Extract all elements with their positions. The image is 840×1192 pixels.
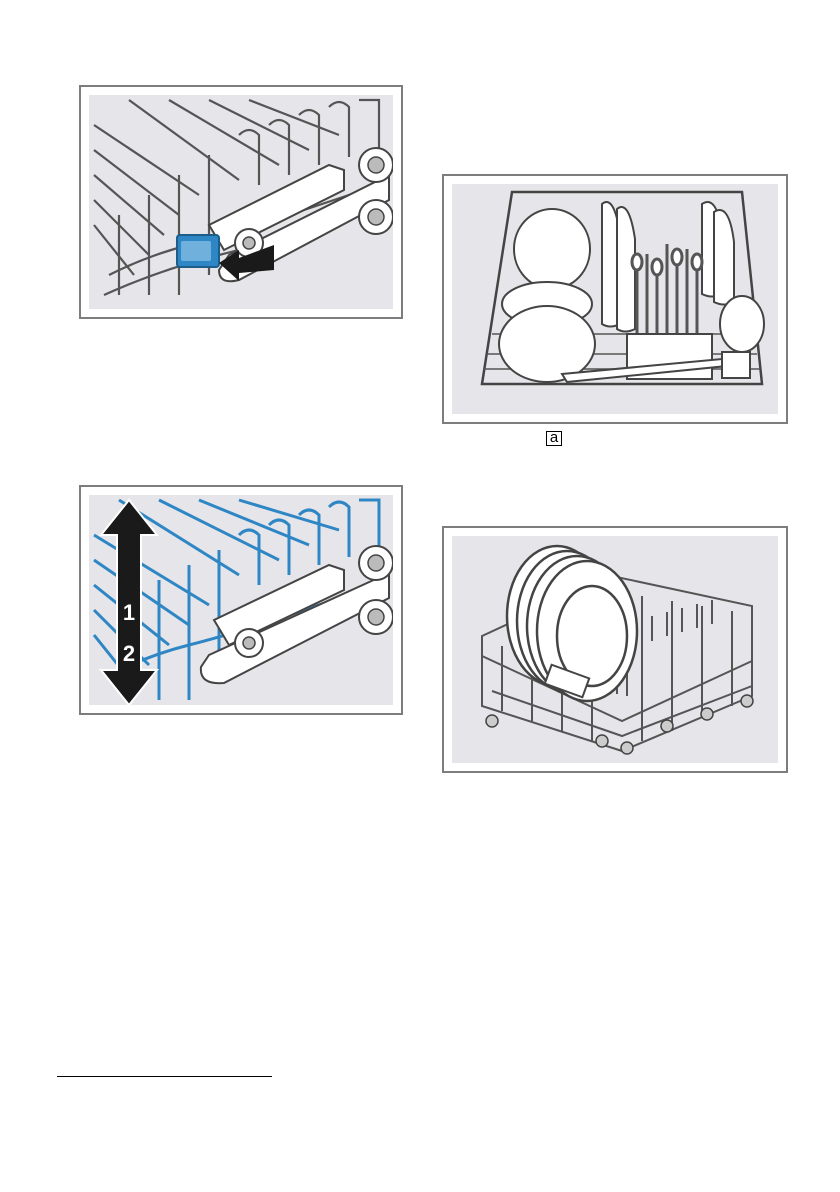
rack-release-icon	[89, 95, 393, 309]
rack-height-illustration: 1 2	[89, 495, 393, 705]
rack-height-figure: 1 2	[79, 485, 403, 715]
lower-rack-figure	[442, 526, 788, 773]
step-up-number: 1	[123, 600, 135, 625]
rack-release-figure	[79, 85, 403, 319]
lower-rack-icon	[452, 536, 778, 763]
loaded-rack-figure	[442, 174, 788, 424]
loaded-rack-illustration	[452, 184, 778, 414]
rack-height-icon: 1 2	[89, 495, 393, 705]
step-down-number: 2	[123, 641, 135, 666]
loaded-rack-icon	[452, 184, 778, 414]
rack-release-illustration	[89, 95, 393, 309]
footnote-divider	[57, 1076, 272, 1077]
callout-label: a	[546, 431, 562, 446]
lower-rack-illustration	[452, 536, 778, 763]
